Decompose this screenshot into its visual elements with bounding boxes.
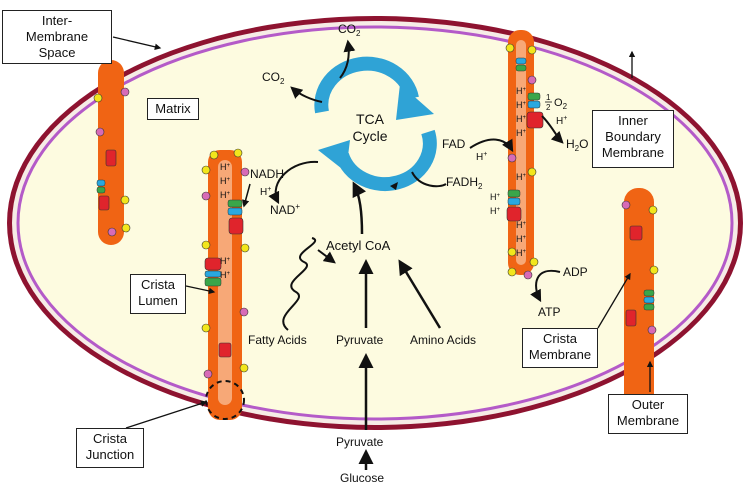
h-nadh: H+ [260, 186, 271, 198]
amino-to-acetyl-arrow [398, 259, 442, 329]
tca-label-line1: TCA [356, 111, 385, 127]
right-crista-particles [505, 43, 544, 280]
svg-text:H+: H+ [220, 190, 231, 200]
fadh2-label: FADH2 [446, 175, 483, 191]
label-outer-membrane: Outer Membrane [608, 394, 688, 434]
fatty-acid-tail-arrow [317, 249, 336, 264]
svg-text:H+: H+ [490, 192, 501, 202]
adp-atp-arrow [530, 269, 561, 303]
svg-text:H+: H+ [516, 86, 527, 96]
svg-text:H+: H+ [220, 270, 231, 280]
nad-label: NAD+ [270, 202, 300, 217]
co2-left: CO2 [262, 70, 285, 86]
svg-text:H+: H+ [516, 100, 527, 110]
glucose-label: Glucose [340, 471, 384, 485]
fadh2-to-crista-arrow [469, 138, 514, 153]
nadh-arrow [268, 160, 319, 205]
label-intermembrane-space: Inter- Membrane Space [2, 10, 112, 64]
svg-text:H+: H+ [516, 114, 527, 124]
crista-right-upper-lumen [516, 40, 526, 265]
svg-text:2: 2 [546, 103, 551, 112]
callout-lines [112, 36, 654, 429]
co2-top-arrow [339, 39, 356, 79]
h-fad: H+ [476, 151, 487, 163]
svg-text:O2: O2 [554, 97, 568, 111]
tca-entry-marker [390, 182, 398, 190]
acetyl-coa-label: Acetyl CoA [326, 238, 391, 253]
right-lower-crista-particles [621, 200, 659, 335]
svg-text:H+: H+ [220, 162, 231, 172]
o2-arrow [541, 115, 564, 144]
acetyl-to-tca-arrow [352, 181, 367, 235]
svg-text:H+: H+ [220, 176, 231, 186]
svg-text:H+: H+ [516, 248, 527, 258]
label-matrix: Matrix [147, 98, 199, 120]
adp-label: ADP [563, 265, 588, 279]
pyruvate-label: Pyruvate [336, 333, 384, 347]
svg-text:H+: H+ [516, 220, 527, 230]
h-labels-right: H+ H+ H+ H+ H+ H+ H+ H+ H+ H+ [490, 86, 527, 258]
label-crista-membrane: Crista Membrane [522, 328, 598, 368]
svg-text:H+: H+ [220, 256, 231, 266]
svg-text:H+: H+ [516, 234, 527, 244]
tca-label-line2: Cycle [352, 128, 387, 144]
left-crista-particles [93, 87, 131, 237]
fad-arrow [411, 171, 447, 188]
label-crista-lumen: Crista Lumen [130, 274, 186, 314]
atp-label: ATP [538, 305, 560, 319]
svg-text:1: 1 [546, 93, 551, 102]
svg-text:H+: H+ [516, 128, 527, 138]
fad-label: FAD [442, 137, 466, 151]
h-o2: H+ [556, 115, 567, 127]
half-o2-label: 1 2 O2 [545, 93, 568, 112]
nadh-label: NADH [250, 167, 284, 181]
svg-text:H+: H+ [490, 206, 501, 216]
label-inner-boundary-membrane: Inner Boundary Membrane [592, 110, 674, 168]
label-crista-junction: Crista Junction [76, 428, 144, 468]
fatty-acid-coil [282, 237, 316, 331]
h2o-label: H2O [566, 137, 588, 153]
fatty-acids-label: Fatty Acids [248, 333, 307, 347]
co2-left-arrow [290, 86, 323, 103]
svg-text:H+: H+ [516, 172, 527, 182]
inner-boundary-membrane [16, 25, 734, 421]
h-labels-middle: H+ H+ H+ H+ H+ [220, 162, 231, 280]
middle-crista-particles [201, 148, 250, 379]
crista-junction-circle [205, 380, 245, 420]
pyruvate-outside-label: Pyruvate [336, 435, 384, 449]
nadh-to-complex-arrow [241, 183, 251, 208]
co2-top: CO2 [338, 22, 361, 38]
amino-acids-label: Amino Acids [410, 333, 476, 347]
crista-right-lower [624, 188, 654, 428]
